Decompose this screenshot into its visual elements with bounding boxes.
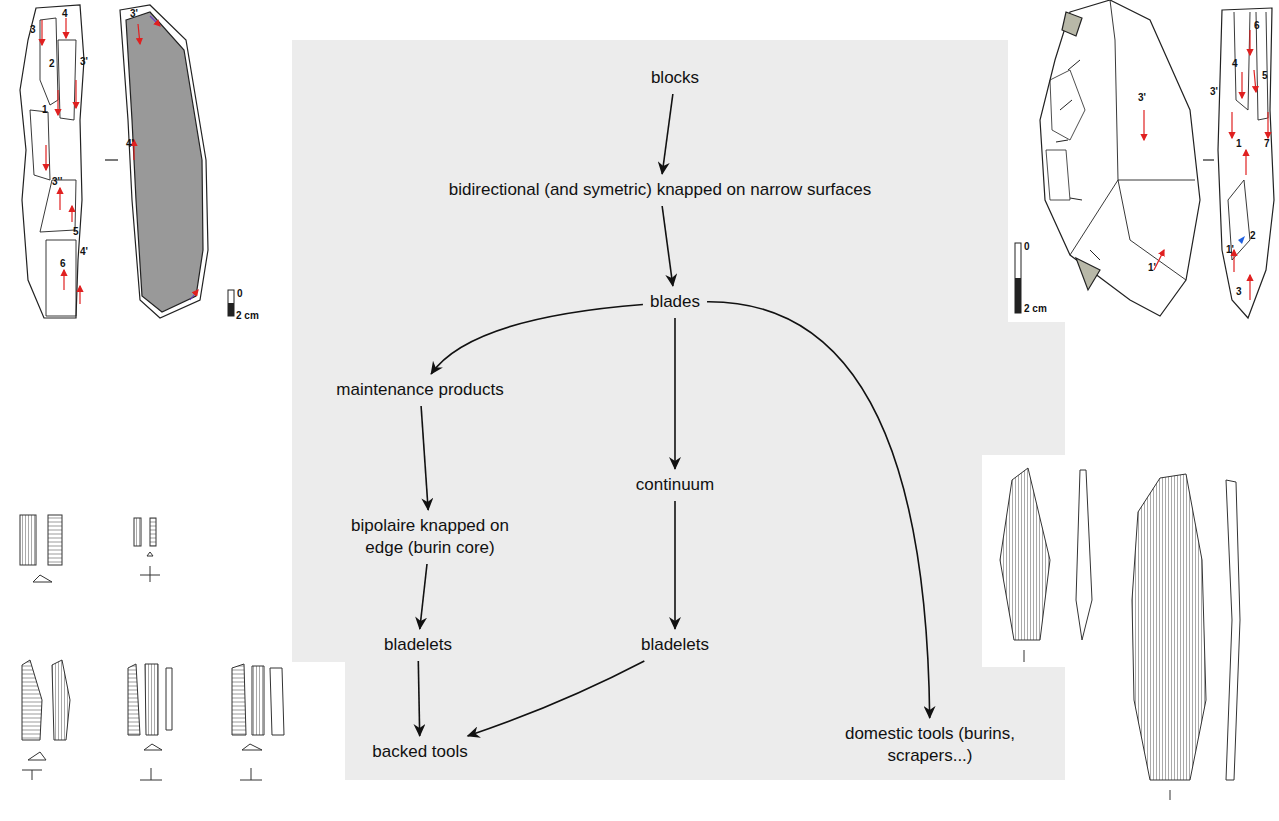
stage-node: continuum [632, 472, 718, 498]
stage-node: blocks [647, 65, 703, 91]
node-text: blocks [651, 68, 699, 87]
node-text: bidirectional (and symetric) knapped on … [449, 180, 871, 199]
flow-arrow [431, 305, 643, 374]
callout-number: 6 [60, 258, 66, 269]
flow-arrow [421, 406, 428, 510]
callout-number: 3' [1210, 86, 1218, 97]
core-drawing [20, 5, 208, 318]
callout-number: 3'' [52, 176, 62, 187]
node-text: maintenance products [336, 380, 503, 399]
stage-node: bladelets [637, 632, 713, 658]
callout-number: 4 [62, 8, 68, 19]
callout-number: 7 [1264, 138, 1270, 149]
callout-number: 2 [49, 58, 55, 69]
flow-arrow [707, 302, 930, 718]
callout-number: 1 [42, 104, 48, 115]
node-text: domestic tools (burins, scrapers...) [845, 724, 1015, 765]
callout-number: 4' [126, 138, 134, 149]
scale-label: 2 cm [1024, 303, 1047, 314]
flow-arrow [662, 94, 673, 174]
node-text: bladelets [384, 635, 452, 654]
callout-number: 3' [1138, 92, 1146, 103]
callout-number: 3' [80, 56, 88, 67]
callout-number: 3 [30, 24, 36, 35]
stage-node: backed tools [368, 739, 471, 765]
callout-number: 5 [73, 226, 79, 237]
callout-number: 1' [1226, 244, 1234, 255]
callout-number: 1' [1148, 262, 1156, 273]
stage-node: bidirectional (and symetric) knapped on … [445, 177, 875, 203]
node-text: bladelets [641, 635, 709, 654]
callout-number: 4' [80, 246, 88, 257]
stage-node: maintenance products [332, 377, 507, 403]
callout-number: 2 [1250, 230, 1256, 241]
callout-number: 3' [130, 8, 138, 19]
node-text: bipolaire knapped on edge (burin core) [351, 516, 509, 557]
callout-number: 5 [1262, 70, 1268, 81]
scale-label: 0 [237, 288, 243, 299]
stage-node: bladelets [380, 632, 456, 658]
callout-number: 4 [1232, 58, 1238, 69]
callout-number: 6 [1254, 20, 1260, 31]
scale-label: 2 cm [236, 310, 259, 321]
stage-node: domestic tools (burins, scrapers...) [836, 721, 1024, 769]
node-text: blades [650, 292, 700, 311]
stage-node: bipolaire knapped on edge (burin core) [326, 513, 534, 561]
flow-arrow [662, 206, 673, 286]
flow-arrow [420, 564, 427, 629]
scale-label: 0 [1024, 241, 1030, 252]
flow-arrow [468, 661, 645, 736]
node-text: continuum [636, 475, 714, 494]
node-text: backed tools [372, 742, 467, 761]
callout-number: 1 [1236, 138, 1242, 149]
flow-arrow [674, 318, 676, 469]
stage-node: blades [646, 289, 704, 315]
panel [292, 40, 1065, 780]
callout-number: 3 [1236, 286, 1242, 297]
flow-arrow [418, 661, 419, 736]
flow-arrow [674, 501, 676, 629]
